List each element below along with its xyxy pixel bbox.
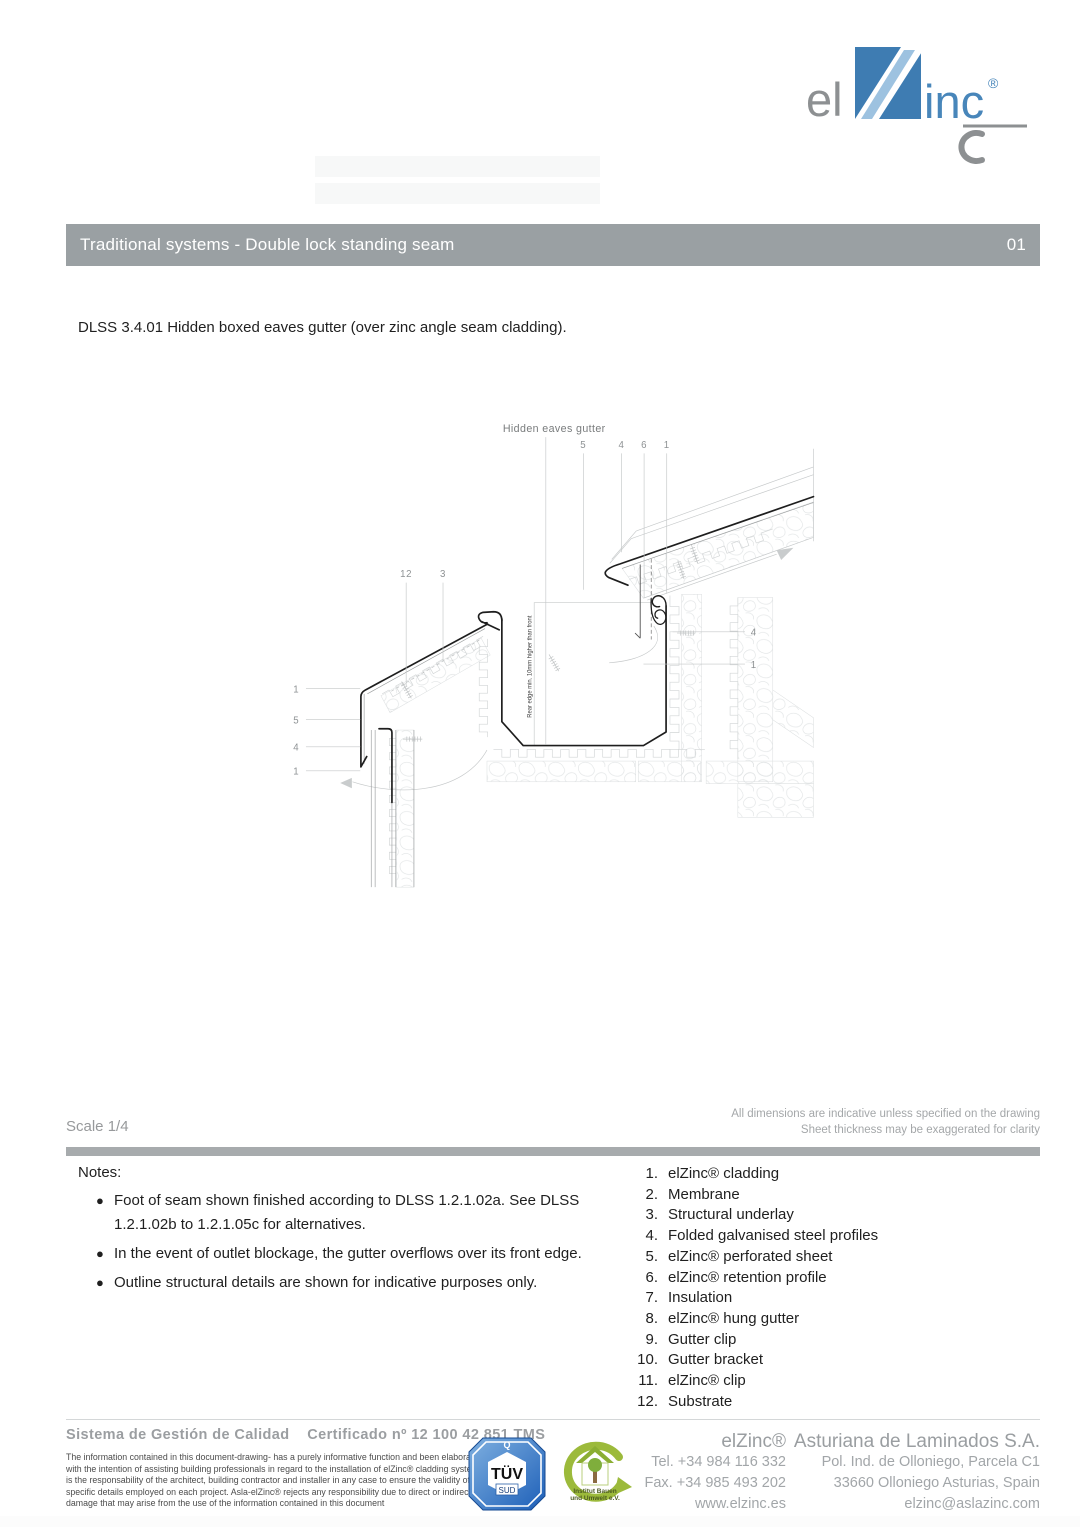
legend-list: 1.elZinc® cladding 2.Membrane 3.Structur… [628, 1164, 878, 1412]
contact-elzinc: elZinc® Tel. +34 984 116 332 Fax. +34 98… [645, 1432, 787, 1515]
legend-item: 2.Membrane [645, 1185, 740, 1203]
ibu-logo: Institut Bauen und Umwelt e.V. [563, 1441, 632, 1502]
callout-4: 4 [618, 440, 624, 451]
logo-inc: inc [924, 75, 984, 128]
legend-item: 9.Gutter clip [645, 1330, 737, 1348]
scale-label: Scale 1/4 [66, 1118, 129, 1135]
section-header-bar: Traditional systems - Double lock standi… [66, 224, 1040, 266]
elzinc-logo: el inc ® [806, 47, 1027, 164]
tuv-sud-logo: Q TÜV SUD [468, 1437, 546, 1511]
legend-item: 3.Structural underlay [645, 1206, 794, 1224]
callout-left-1b: 1 [293, 767, 299, 778]
leader-lines [305, 437, 745, 772]
section-title: Traditional systems - Double lock standi… [80, 235, 455, 254]
legend-item: 5.elZinc® perforated sheet [645, 1247, 833, 1265]
flow-arrows [340, 547, 794, 789]
legend-item: 10.Gutter bracket [637, 1351, 764, 1369]
contact-web: www.elzinc.es [694, 1496, 786, 1512]
callout-right-1: 1 [751, 660, 757, 671]
perforated-apron [634, 564, 641, 639]
note-item: ● Outline structural details are shown f… [78, 1271, 638, 1295]
detail-title: DLSS 3.4.01 Hidden boxed eaves gutter (o… [78, 319, 567, 336]
disclaimer: All dimensions are indicative unless spe… [731, 1106, 1040, 1138]
zinc-profiles [360, 495, 815, 804]
bullet-icon: ● [96, 1246, 104, 1261]
legend-item: 4.Folded galvanised steel profiles [645, 1227, 879, 1245]
contact-company: Asturiana de Laminados S.A. Pol. Ind. de… [794, 1432, 1040, 1515]
technical-drawing: Hidden eaves gutter 5 4 6 1 12 3 1 5 4 1… [293, 423, 815, 888]
logo-z-slash-inner [861, 50, 915, 119]
note-item: ● Foot of seam shown finished according … [78, 1189, 638, 1237]
drawing-caption: Hidden eaves gutter [503, 423, 606, 435]
notes-list: ● Foot of seam shown finished according … [78, 1189, 638, 1295]
legend-item: 11.elZinc® clip [638, 1372, 746, 1390]
company-email: elzinc@aslazinc.com [904, 1496, 1040, 1512]
footer-divider [66, 1419, 1040, 1420]
company-name: Asturiana de Laminados S.A. [793, 1431, 1040, 1452]
company-addr1: Pol. Ind. de Olloniego, Parcela C1 [821, 1454, 1040, 1470]
gutter-note-vertical: Rear edge min. 10mm higher than front [527, 616, 534, 718]
callout-right-4: 4 [751, 628, 757, 639]
bullet-icon: ● [96, 1275, 104, 1290]
callout-5: 5 [580, 440, 586, 451]
page-number: 01 [1006, 235, 1026, 254]
legend-item: 8.elZinc® hung gutter [645, 1309, 800, 1327]
insulation-castellation [382, 528, 773, 888]
legend-item: 12.Substrate [637, 1392, 733, 1410]
callout-left-1: 1 [293, 685, 299, 696]
callout-left-5: 5 [293, 716, 299, 727]
note-item: ● In the event of outlet blockage, the g… [78, 1242, 638, 1266]
ibu-line1: Institut Bauen [573, 1488, 616, 1495]
callout-6: 6 [641, 440, 647, 451]
construction-lines [352, 448, 814, 791]
bullet-icon: ● [96, 1193, 104, 1208]
legend-item: 1.elZinc® cladding [645, 1165, 780, 1182]
legal-fine-print: The information contained in this docume… [66, 1452, 491, 1509]
page-edge-cut [0, 1516, 1080, 1527]
faded-artifact [315, 156, 600, 177]
callout-12: 12 [400, 569, 412, 580]
logo-mark [958, 130, 985, 164]
tuv-q: Q [503, 1440, 510, 1450]
tuv-sud: SUD [499, 1486, 516, 1495]
callout-3: 3 [440, 569, 446, 580]
contact-fax: Fax. +34 985 493 202 [644, 1475, 787, 1491]
faded-artifact [315, 183, 600, 204]
callout-1: 1 [664, 440, 670, 451]
ibu-line2: und Umwelt e.V. [570, 1495, 620, 1502]
disclaimer-line2: Sheet thickness may be exaggerated for c… [800, 1124, 1040, 1136]
logo-registered: ® [988, 75, 999, 91]
notes-section: Notes: ● Foot of seam shown finished acc… [78, 1164, 638, 1300]
legend-item: 7.Insulation [645, 1289, 733, 1307]
company-addr2: 33660 Olloniego Asturias, Spain [833, 1475, 1040, 1491]
secondary-lines [363, 502, 814, 888]
disclaimer-line1: All dimensions are indicative unless spe… [731, 1108, 1040, 1120]
substrate-texture [380, 501, 814, 888]
contact-brand: elZinc® [721, 1431, 786, 1452]
logo-el: el [806, 73, 843, 126]
contact-tel: Tel. +34 984 116 332 [651, 1454, 786, 1470]
notes-heading: Notes: [78, 1164, 122, 1181]
legend-item: 6.elZinc® retention profile [645, 1268, 827, 1286]
divider-bar [66, 1147, 1040, 1156]
callout-left-4: 4 [293, 743, 299, 754]
tuv-name: TÜV [491, 1464, 523, 1483]
